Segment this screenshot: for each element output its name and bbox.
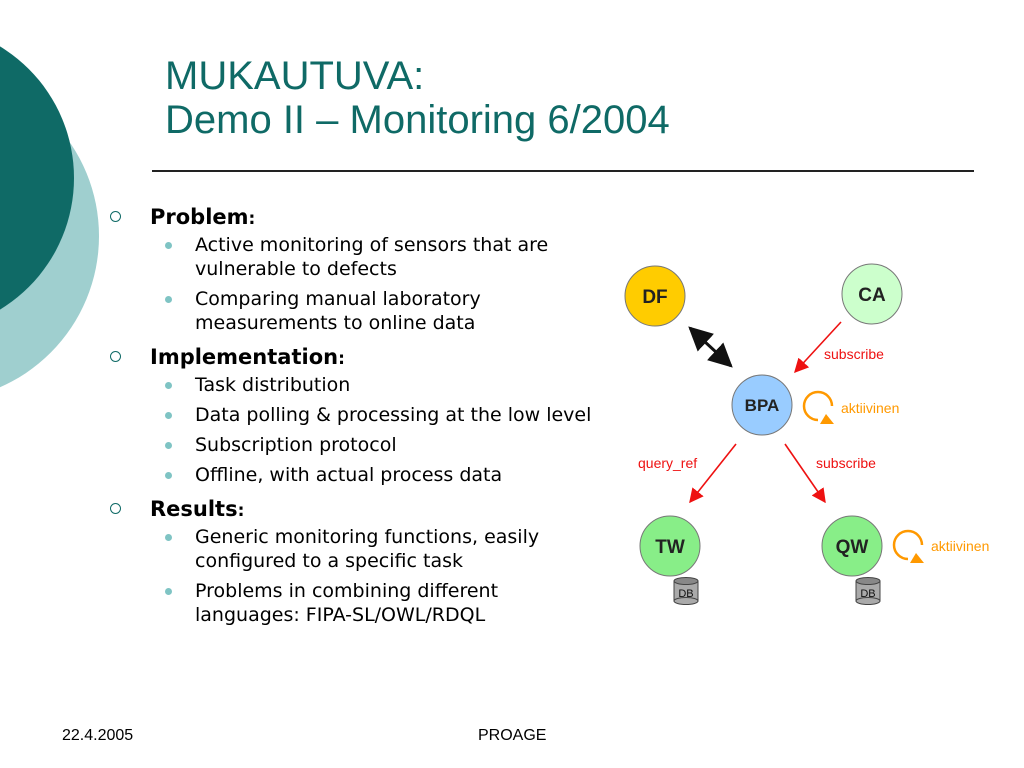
node-qw-circle [821, 515, 883, 577]
dot-bullet-icon [165, 412, 172, 419]
db-icon-qw: DB [855, 577, 881, 605]
node-tw: TW [639, 515, 701, 577]
list-item-text: Problems in combining different language… [195, 580, 499, 626]
section-heading-colon: : [248, 209, 256, 229]
section-heading: Implementation: [110, 341, 600, 373]
footer-date: 22.4.2005 [62, 727, 134, 744]
section-heading-text: Problem [150, 205, 249, 229]
bpa-qw-edge [784, 443, 826, 504]
node-df: DF [624, 265, 686, 327]
node-df-circle [624, 265, 686, 327]
list-item-text: Active monitoring of sensors that are vu… [195, 234, 549, 280]
list-item: Task distribution [110, 373, 600, 397]
node-qw-label: QW [836, 537, 869, 558]
edge-label-subscribe-qw: subscribe [816, 455, 876, 471]
ca-bpa-edge [794, 321, 842, 374]
active-label-bpa: aktiivinen [841, 400, 899, 416]
section-items: Task distribution Data polling & process… [110, 373, 600, 487]
bullet-content: Problem: Active monitoring of sensors th… [110, 201, 600, 633]
dot-bullet-icon [165, 442, 172, 449]
active-cycle-arrowhead-icon [820, 414, 834, 424]
hollow-bullet-icon [110, 503, 121, 514]
node-ca: CA [841, 263, 903, 325]
node-bpa: BPA [731, 374, 793, 436]
list-item: Subscription protocol [110, 433, 600, 457]
list-item: Comparing manual laboratory measurements… [110, 287, 600, 335]
node-qw: QW [821, 515, 883, 577]
section-results: Results: Generic monitoring functions, e… [110, 493, 600, 627]
edge-label-query-ref: query_ref [638, 455, 697, 471]
decorative-circles [0, 46, 99, 388]
section-heading: Problem: [110, 201, 600, 233]
list-item-text: Task distribution [195, 374, 351, 396]
dot-bullet-icon [165, 296, 172, 303]
dot-bullet-icon [165, 382, 172, 389]
agent-diagram: subscribe query_ref subscribe DF CA BPA … [624, 263, 989, 605]
node-df-label: DF [642, 287, 667, 308]
hollow-bullet-icon [110, 211, 121, 222]
node-bpa-circle [731, 374, 793, 436]
db-icon-tw: DB [673, 577, 699, 605]
dot-bullet-icon [165, 534, 172, 541]
section-heading-colon: : [338, 349, 345, 369]
slide-title: MUKAUTUVA: Demo II – Monitoring 6/2004 [165, 54, 670, 142]
hollow-bullet-icon [110, 351, 121, 362]
db-label-tw: DB [678, 588, 693, 600]
title-line-1: MUKAUTUVA: [165, 54, 425, 98]
list-item: Problems in combining different language… [110, 579, 600, 627]
section-heading: Results: [110, 493, 600, 525]
active-cycle-icon [802, 390, 834, 422]
bpa-tw-edge [689, 443, 737, 504]
node-bpa-label: BPA [745, 396, 780, 415]
list-item-text: Subscription protocol [195, 434, 397, 456]
dot-bullet-icon [165, 588, 172, 595]
db-label-qw: DB [860, 588, 875, 600]
active-cycle-icon [892, 529, 924, 561]
active-indicator-qw: aktiivinen [892, 529, 989, 563]
active-cycle-arrowhead-icon [910, 553, 924, 563]
list-item: Data polling & processing at the low lev… [110, 403, 600, 427]
list-item: Offline, with actual process data [110, 463, 600, 487]
footer-center: PROAGE [478, 727, 547, 744]
list-item-text: Offline, with actual process data [195, 464, 503, 486]
list-item-text: Generic monitoring functions, easily con… [195, 526, 540, 572]
df-bpa-edge [688, 326, 733, 368]
title-divider [152, 170, 974, 172]
section-items: Active monitoring of sensors that are vu… [110, 233, 600, 335]
dark-teal-circle [0, 46, 74, 310]
node-tw-label: TW [655, 537, 685, 558]
section-implementation: Implementation: Task distribution Data p… [110, 341, 600, 487]
section-heading-text: Results [150, 497, 238, 521]
dot-bullet-icon [165, 242, 172, 249]
node-tw-circle [639, 515, 701, 577]
list-item: Active monitoring of sensors that are vu… [110, 233, 600, 281]
list-item-text: Data polling & processing at the low lev… [195, 404, 592, 426]
title-line-2: Demo II – Monitoring 6/2004 [165, 98, 670, 142]
edge-label-subscribe-ca: subscribe [824, 346, 884, 362]
section-problem: Problem: Active monitoring of sensors th… [110, 201, 600, 335]
node-ca-label: CA [858, 285, 886, 306]
list-item-text: Comparing manual laboratory measurements… [195, 288, 481, 334]
dot-bullet-icon [165, 472, 172, 479]
node-ca-circle [841, 263, 903, 325]
section-items: Generic monitoring functions, easily con… [110, 525, 600, 627]
active-indicator-bpa: aktiivinen [802, 390, 899, 424]
active-label-qw: aktiivinen [931, 538, 989, 554]
list-item: Generic monitoring functions, easily con… [110, 525, 600, 573]
section-heading-colon: : [237, 501, 245, 521]
section-heading-text: Implementation [150, 345, 339, 369]
